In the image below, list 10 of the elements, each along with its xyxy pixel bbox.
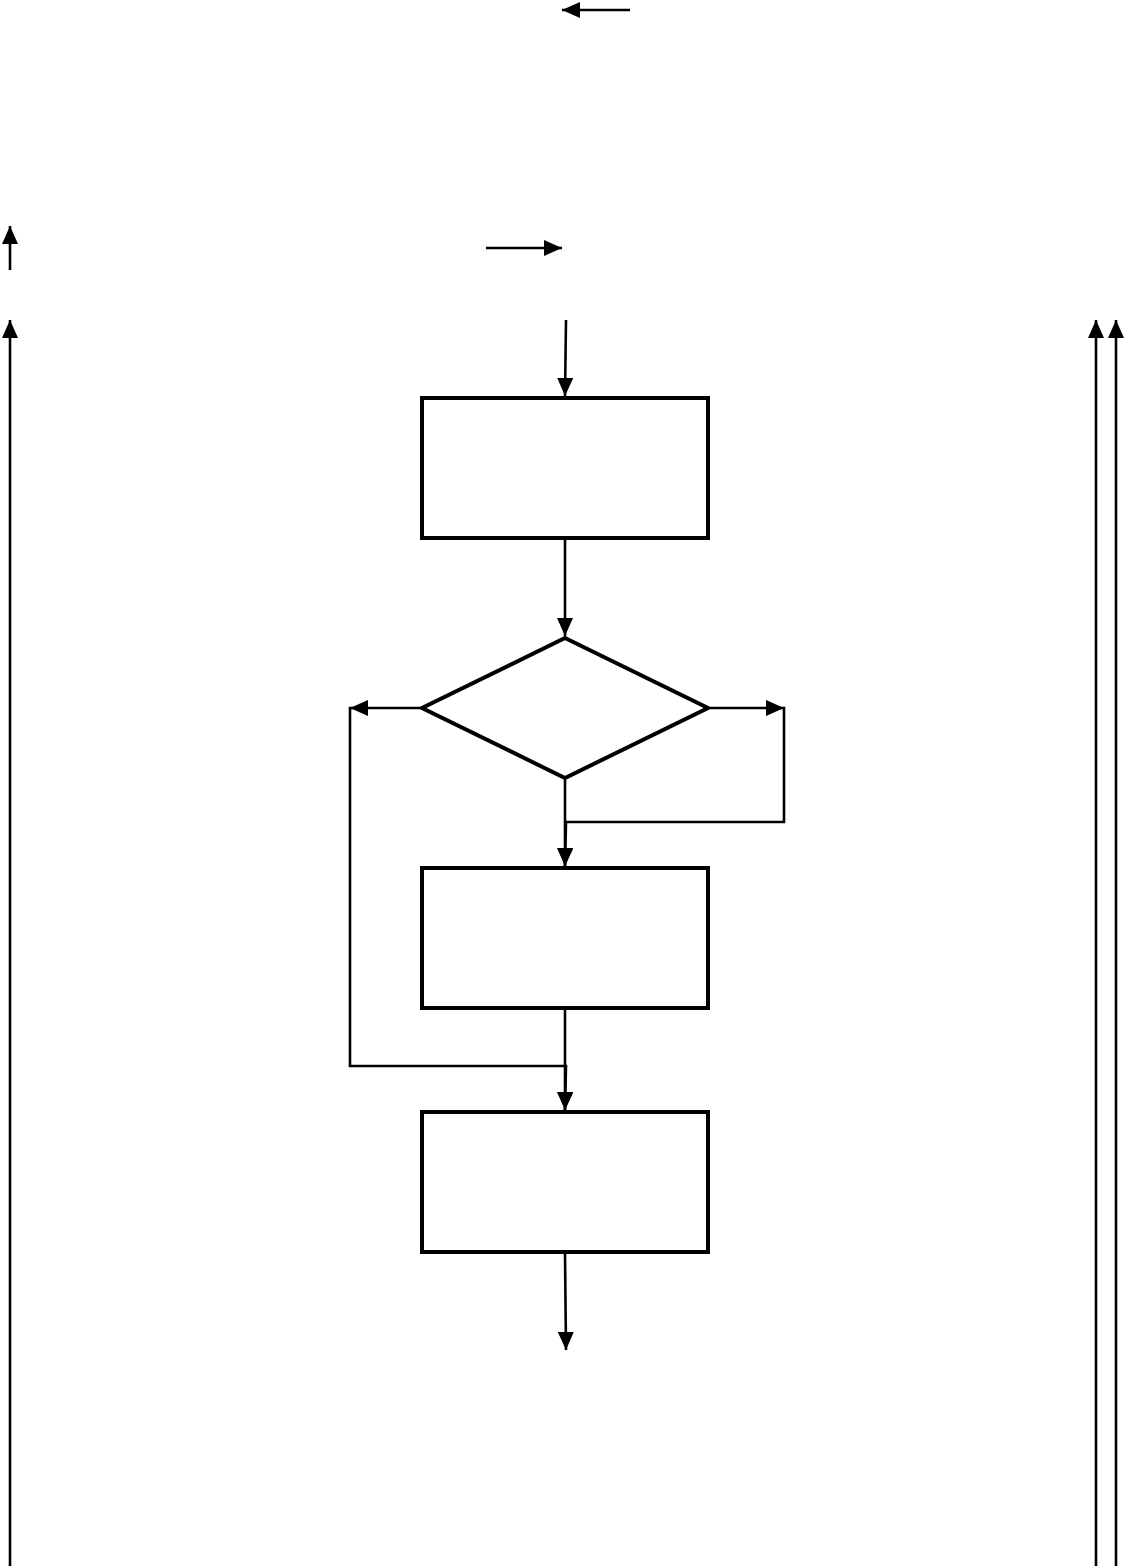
decision-diamond xyxy=(420,636,710,780)
arrow xyxy=(557,320,574,396)
arrow xyxy=(557,540,573,636)
arrow xyxy=(348,700,574,1111)
arrow xyxy=(557,1010,573,1110)
process-box xyxy=(420,396,710,540)
arrow xyxy=(557,1254,574,1350)
process-box xyxy=(420,866,710,1010)
arrow xyxy=(557,700,786,867)
process-box xyxy=(420,1110,710,1254)
